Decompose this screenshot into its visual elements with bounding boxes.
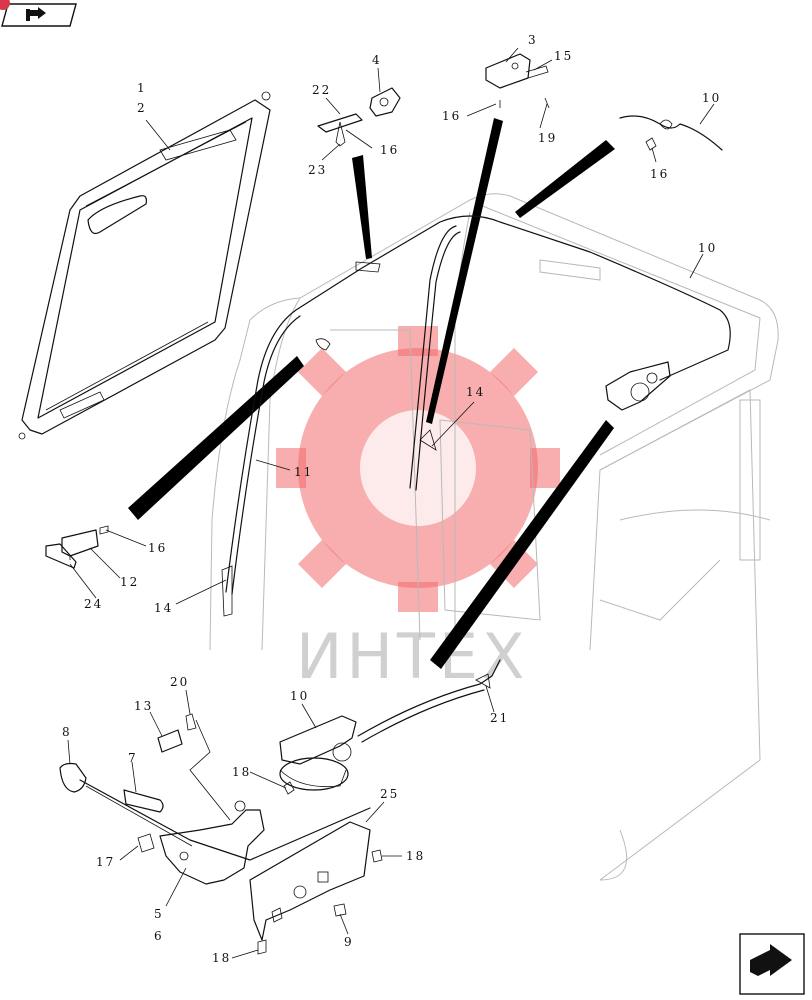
back-nav-button[interactable] (1, 3, 77, 27)
callout-18-right: 18 (406, 849, 425, 863)
next-nav-button[interactable] (739, 933, 805, 995)
callout-16-bracket: 16 (380, 143, 399, 157)
callout-21: 21 (490, 711, 509, 725)
callout-7: 7 (128, 751, 138, 765)
callout-23: 23 (308, 163, 327, 177)
lever-assembly (59, 713, 383, 955)
cable-10-top (619, 115, 723, 151)
callout-17: 17 (96, 855, 115, 869)
latch-3 (485, 53, 550, 109)
callout-12: 12 (120, 575, 139, 589)
bracket-4 (317, 87, 401, 147)
callout-2: 2 (137, 101, 147, 115)
callout-3: 3 (528, 33, 538, 47)
callout-14-lower: 14 (154, 601, 173, 615)
callout-16-cable: 16 (650, 167, 669, 181)
pointer-wedges (128, 118, 615, 669)
cab-cables (221, 215, 731, 617)
cable-21 (357, 659, 501, 743)
next-arrow-icon (750, 944, 792, 976)
callout-22: 22 (312, 83, 331, 97)
callout-13: 13 (134, 699, 153, 713)
status-dot (0, 0, 10, 10)
mechanism-10-cab (605, 361, 671, 411)
window-frame (18, 91, 271, 440)
callout-numbers: 1 2 4 3 15 16 19 10 16 22 16 23 10 11 14… (62, 33, 721, 965)
callout-9: 9 (344, 935, 354, 949)
callout-24: 24 (84, 597, 103, 611)
watermark-text: ИНТЕХ (296, 620, 529, 693)
callout-10-top: 10 (702, 91, 721, 105)
callout-10-cab: 10 (698, 241, 717, 255)
callout-14-cab: 14 (466, 385, 485, 399)
callout-18-mech: 18 (232, 765, 251, 779)
callout-18-bottom: 18 (212, 951, 231, 965)
callout-8: 8 (62, 725, 72, 739)
callout-25: 25 (380, 787, 399, 801)
callout-19: 19 (538, 131, 557, 145)
return-arrow-icon (26, 7, 46, 21)
callout-16-left: 16 (148, 541, 167, 555)
bracket-12 (45, 525, 109, 569)
callout-15: 15 (554, 49, 573, 63)
callout-10-lower: 10 (290, 689, 309, 703)
leader-lines (67, 47, 715, 959)
callout-1: 1 (137, 81, 147, 95)
callout-20: 20 (170, 675, 189, 689)
callout-6: 6 (154, 929, 164, 943)
callout-4: 4 (372, 53, 382, 67)
callout-16-top: 16 (442, 109, 461, 123)
mechanism-10-lower (279, 715, 357, 795)
callout-11: 11 (294, 465, 313, 479)
callout-5: 5 (154, 907, 164, 921)
